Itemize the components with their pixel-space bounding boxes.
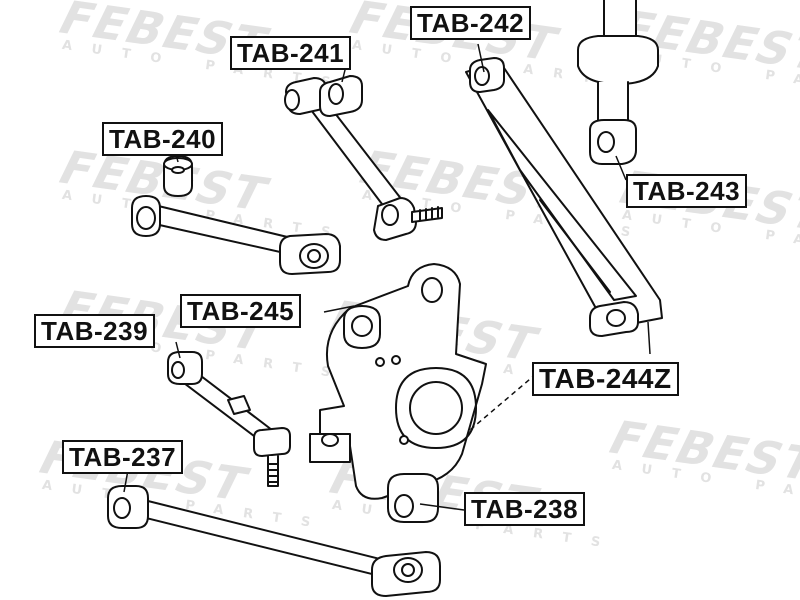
label-tab-242[interactable]: TAB-242	[410, 6, 532, 40]
arm-tab-242	[465, 57, 663, 337]
label-tab-238[interactable]: TAB-238	[464, 492, 586, 526]
label-tab-245[interactable]: TAB-245	[180, 294, 302, 328]
label-tab-240[interactable]: TAB-240	[102, 122, 224, 156]
knuckle	[309, 263, 487, 523]
arm-tab-237	[107, 485, 441, 597]
label-tab-243[interactable]: TAB-243	[626, 174, 748, 208]
shock-tab-243	[577, 0, 659, 165]
label-tab-237[interactable]: TAB-237	[62, 440, 184, 474]
label-tab-244z[interactable]: TAB-244Z	[532, 362, 679, 396]
label-tab-241[interactable]: TAB-241	[230, 36, 352, 70]
link-tab-239	[167, 351, 291, 487]
arm-tab-241	[284, 75, 443, 241]
label-tab-239[interactable]: TAB-239	[34, 314, 156, 348]
arm-tab-240	[131, 155, 341, 275]
